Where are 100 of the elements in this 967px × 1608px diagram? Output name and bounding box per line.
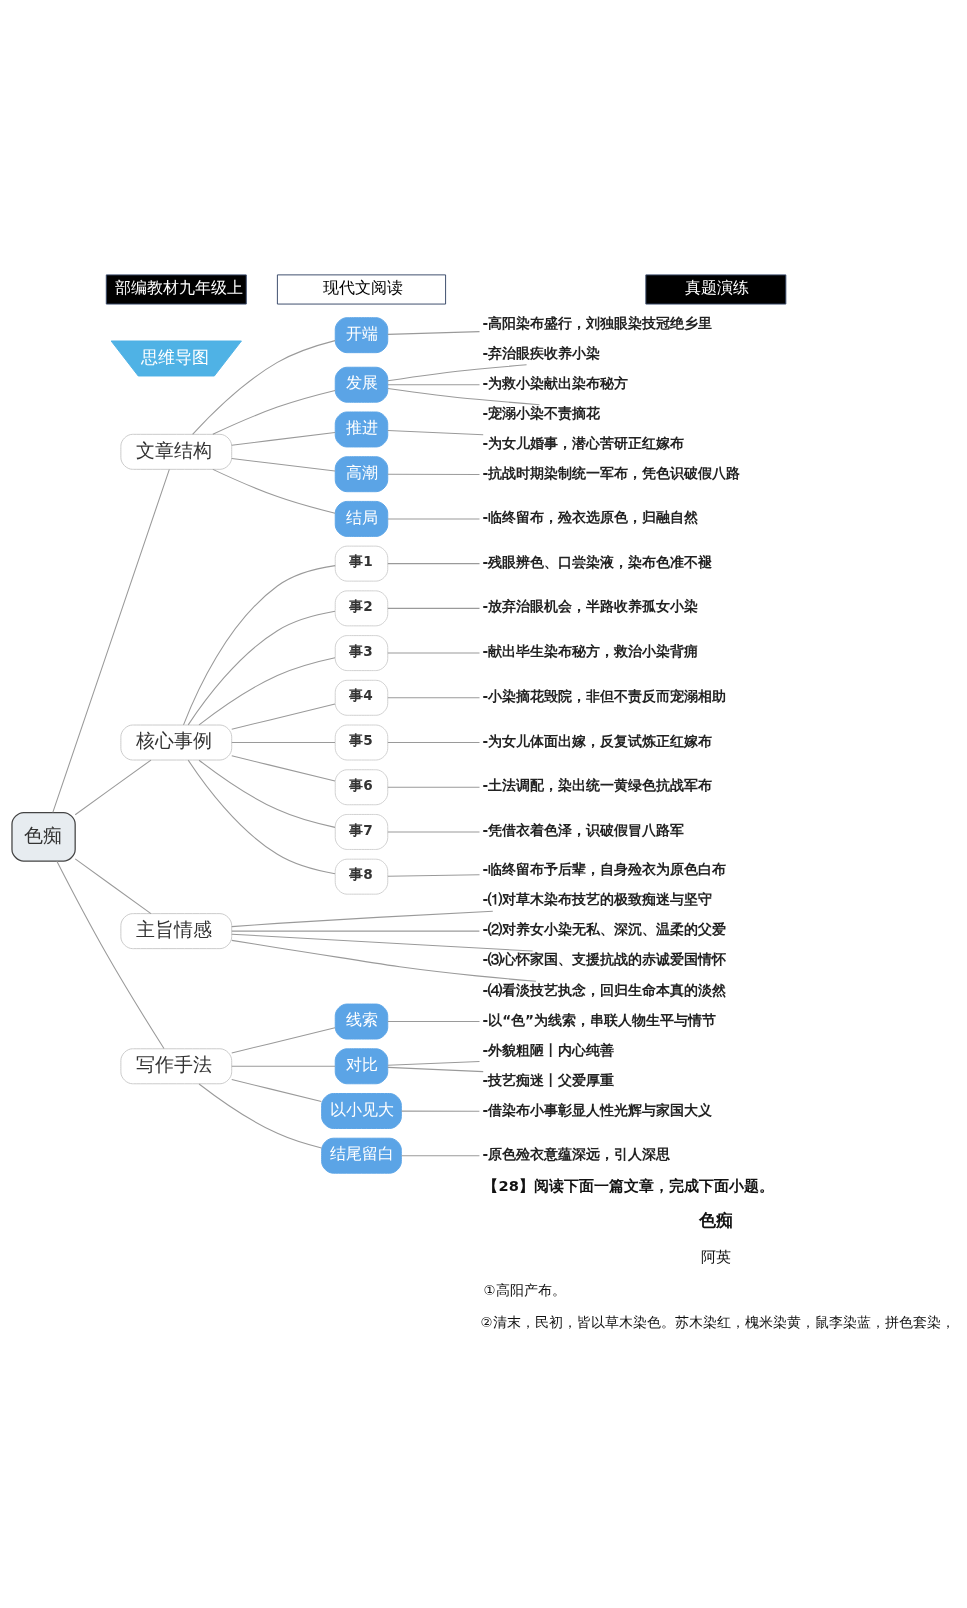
- node-text: -⑶心怀家国、支援抗战的赤诚爱国情怀: [482, 950, 727, 967]
- connector: [231, 910, 494, 927]
- node-text: -⑴对草木染布技艺的极致痴迷与坚守: [482, 890, 713, 907]
- label: 现代文阅读: [323, 278, 404, 297]
- node-text: -弃治眼疾收养小染: [482, 344, 601, 361]
- node-box: 对比: [334, 1047, 389, 1084]
- node-text: -⑷看淡技艺执念，回归生命本真的淡然: [482, 981, 727, 998]
- connector: [56, 860, 165, 1049]
- connector: [231, 741, 336, 743]
- connector: [231, 1078, 322, 1102]
- node-box: 事7: [334, 813, 389, 850]
- connector: [387, 383, 481, 385]
- connector: [74, 857, 152, 914]
- connector: [387, 652, 481, 654]
- connector: [401, 1154, 480, 1156]
- connector: [52, 468, 170, 813]
- connector: [183, 564, 336, 725]
- connector: [198, 1082, 323, 1149]
- connector: [387, 1060, 481, 1066]
- node-text: -以“色”为线索，串联人物生平与情节: [482, 1011, 717, 1028]
- node-text: -临终留布，殓衣选原色，归融自然: [482, 508, 699, 525]
- connector: [387, 517, 481, 519]
- connector: [198, 759, 336, 828]
- connector: [387, 363, 528, 381]
- connector: [387, 786, 481, 788]
- node-text: -土法调配，染出统一黄绿色抗战军布: [482, 776, 713, 793]
- node-text: -借染布小事彰显人性光辉与家国大义: [482, 1101, 713, 1118]
- connector: [387, 607, 481, 609]
- node-box: 主旨情感: [120, 912, 233, 949]
- label: 真题演练: [684, 278, 749, 297]
- connector: [187, 759, 336, 874]
- node-box: 核心事例: [120, 724, 233, 760]
- connector: [387, 429, 484, 435]
- node-box: 写作手法: [120, 1047, 233, 1084]
- connector: [387, 1020, 481, 1022]
- node-text: -外貌粗陋丨内心纯善: [482, 1041, 615, 1058]
- connector: [231, 933, 534, 952]
- node-text: -⑵对养女小染无私、深沉、温柔的父爱: [482, 920, 727, 937]
- label: 阿英: [700, 1247, 731, 1265]
- node-box: 事3: [334, 634, 389, 671]
- connector: [231, 703, 336, 730]
- label: 【28】阅读下面一篇文章，完成下面小题。: [483, 1176, 774, 1194]
- connector: [231, 457, 336, 472]
- connector: [387, 387, 541, 405]
- connector: [387, 473, 481, 475]
- connector: [231, 939, 537, 982]
- node-text: -技艺痴迷丨父爱厚重: [482, 1071, 615, 1088]
- node-box: 结尾留白: [321, 1137, 402, 1174]
- label: 思维导图: [140, 346, 209, 367]
- node-box: 事4: [334, 679, 389, 716]
- node-text: -献出毕生染布秘方，救治小染背痈: [482, 642, 699, 659]
- node-box: 推进: [334, 411, 389, 447]
- node-box: 发展: [334, 366, 389, 403]
- connector: [231, 930, 480, 932]
- node-text: -抗战时期染制统一军布，凭色识破假八路: [482, 464, 741, 481]
- node-box: 开端: [334, 316, 389, 353]
- connector: [387, 1066, 484, 1072]
- connector: [387, 696, 481, 698]
- node-box: 事5: [334, 724, 389, 760]
- node-text: -为女儿婚事，潜心苦研正红嫁布: [482, 434, 685, 451]
- node-text: -临终留布予后辈，自身殓衣为原色白布: [482, 860, 727, 877]
- node-text: -放弃治眼机会，半路收养孤女小染: [482, 597, 699, 614]
- connector: [387, 562, 481, 564]
- node-text: -高阳染布盛行，刘独眼染技冠绝乡里: [482, 314, 713, 331]
- label: ②清末，民初，皆以草木染色。苏木染红，槐米染黄，鼠李染蓝，拼色套染，: [480, 1313, 955, 1330]
- connector: [387, 830, 481, 832]
- node-box: 色痴: [11, 811, 76, 862]
- connector: [387, 873, 481, 877]
- connector: [74, 759, 152, 815]
- node-text: -为救小染献出染布秘方: [482, 374, 629, 391]
- connector: [192, 339, 336, 435]
- node-box: 高潮: [334, 455, 389, 492]
- connector: [231, 754, 336, 782]
- connector: [231, 1026, 336, 1053]
- node-text: -为女儿体面出嫁，反复试炼正红嫁布: [482, 732, 713, 749]
- node-text: -残眼辨色、口尝染液，染布色准不褪: [482, 553, 713, 570]
- node-box: 以小见大: [321, 1092, 402, 1129]
- node-text: -凭借衣着色泽，识破假冒八路军: [482, 821, 685, 838]
- node-box: 线索: [334, 1003, 389, 1040]
- connector: [387, 741, 481, 743]
- connector: [187, 610, 336, 725]
- connector: [212, 468, 336, 514]
- node-box: 事2: [334, 589, 389, 626]
- node-box: 事1: [334, 545, 389, 582]
- node-box: 结局: [334, 500, 389, 537]
- label: 部编教材九年级上: [114, 278, 243, 297]
- connector: [401, 1110, 480, 1112]
- node-box: 事8: [334, 858, 389, 895]
- node-text: -原色殓衣意蕴深远，引人深思: [482, 1145, 671, 1162]
- node-text: -宠溺小染不责摘花: [482, 404, 601, 421]
- connector: [231, 1065, 336, 1067]
- label: 色痴: [698, 1210, 733, 1230]
- node-box: 事6: [334, 768, 389, 805]
- connector: [198, 656, 336, 725]
- node-text: -小染摘花毁院，非但不责反而宠溺相助: [482, 687, 727, 704]
- label: ①高阳产布。: [483, 1281, 566, 1298]
- connector: [387, 330, 481, 335]
- node-box: 文章结构: [120, 433, 233, 470]
- connector: [231, 431, 336, 446]
- connector: [212, 389, 336, 435]
